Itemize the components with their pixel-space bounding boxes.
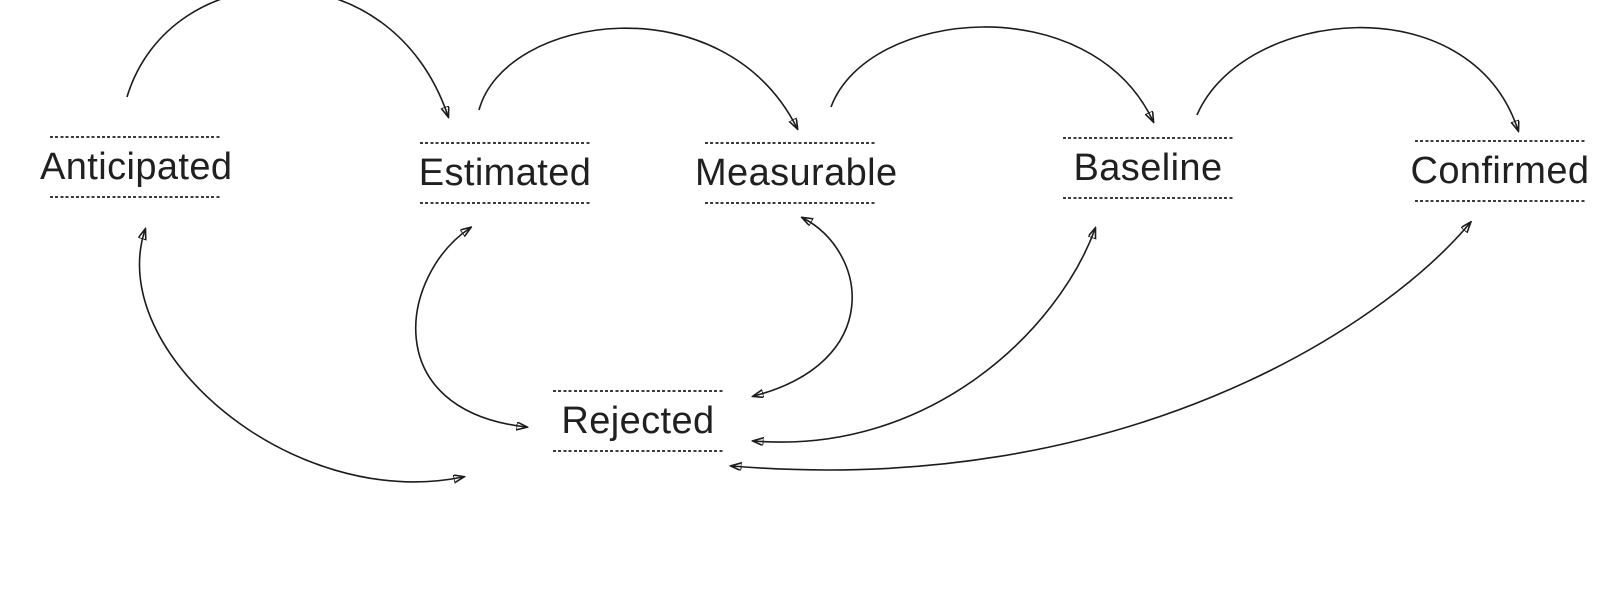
- dotted-divider-top: [420, 142, 590, 144]
- arrow-estimated-rejected-two-way: [414, 228, 526, 427]
- dotted-divider-top: [553, 390, 723, 392]
- node-label: Confirmed: [1410, 150, 1590, 192]
- arrow-baseline-rejected-two-way: [754, 229, 1095, 442]
- dotted-divider-top: [1415, 140, 1585, 142]
- dotted-divider-bottom: [553, 450, 723, 452]
- arrow-measurable-rejected-two-way: [754, 218, 853, 396]
- arrow-baseline-to-confirmed: [1196, 26, 1518, 130]
- arrow-confirmed-rejected-two-way: [732, 223, 1470, 470]
- node-measurable: Measurable: [695, 142, 898, 204]
- node-baseline: Baseline: [1053, 137, 1243, 199]
- dotted-divider-top: [705, 142, 875, 144]
- dotted-divider-top: [50, 136, 220, 138]
- arrow-anticipated-rejected-two-way: [139, 230, 463, 482]
- dotted-divider-bottom: [705, 202, 875, 204]
- arrow-measurable-to-baseline: [830, 26, 1153, 121]
- node-anticipated: Anticipated: [40, 136, 233, 198]
- dotted-divider-bottom: [50, 196, 220, 198]
- node-label: Measurable: [695, 152, 898, 194]
- node-estimated: Estimated: [410, 142, 600, 204]
- dotted-divider-bottom: [1415, 200, 1585, 202]
- dotted-divider-bottom: [420, 202, 590, 204]
- node-label: Rejected: [561, 400, 715, 442]
- node-label: Baseline: [1073, 147, 1223, 189]
- node-label: Estimated: [418, 152, 592, 194]
- dotted-divider-top: [1063, 137, 1233, 139]
- arrow-anticipated-to-estimated: [126, 0, 448, 116]
- node-label: Anticipated: [40, 146, 233, 188]
- node-confirmed: Confirmed: [1405, 140, 1595, 202]
- arrow-estimated-to-measurable: [478, 27, 797, 128]
- dotted-divider-bottom: [1063, 197, 1233, 199]
- node-rejected: Rejected: [543, 390, 733, 452]
